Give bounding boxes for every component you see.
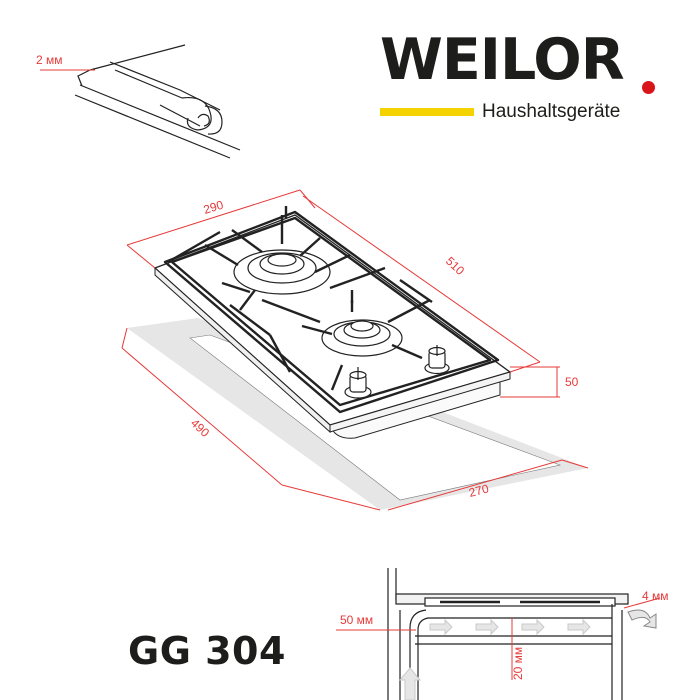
gasket-detail — [74, 44, 241, 159]
brand-tagline: Haushaltsgeräte — [482, 101, 621, 122]
airflow-arrows — [398, 609, 657, 700]
model-name: GG 304 — [128, 629, 286, 673]
brand-dot — [642, 81, 655, 94]
hob — [153, 206, 512, 439]
installation-dims — [336, 597, 661, 680]
dim-cutout-depth-label: 490 — [188, 416, 212, 440]
grate — [163, 206, 500, 414]
burner-small — [321, 319, 403, 357]
brand-name: WEILOR — [380, 27, 625, 93]
dim-width-top-label: 290 — [202, 198, 226, 217]
burner-large — [233, 249, 331, 295]
knob-right — [424, 345, 450, 375]
brand-yellow-bar — [380, 108, 474, 116]
gap-below-label: 20 мм — [511, 647, 525, 680]
dim-cutout-width-label: 270 — [467, 481, 490, 500]
dimension-lines — [121, 189, 589, 511]
dim-depth-top-label: 510 — [443, 254, 467, 278]
brand-logo: WEILOR Haushaltsgeräte — [380, 32, 670, 132]
control-knobs — [344, 345, 450, 399]
dim-height-label: 50 — [565, 375, 579, 389]
gasket-label-group: 2 мм — [36, 53, 95, 71]
gap-left-label: 50 мм — [340, 613, 373, 627]
gasket-thickness-label: 2 мм — [36, 53, 63, 67]
knob-left — [344, 367, 372, 399]
installation-section — [387, 568, 629, 700]
gap-right-label: 4 мм — [642, 589, 669, 603]
